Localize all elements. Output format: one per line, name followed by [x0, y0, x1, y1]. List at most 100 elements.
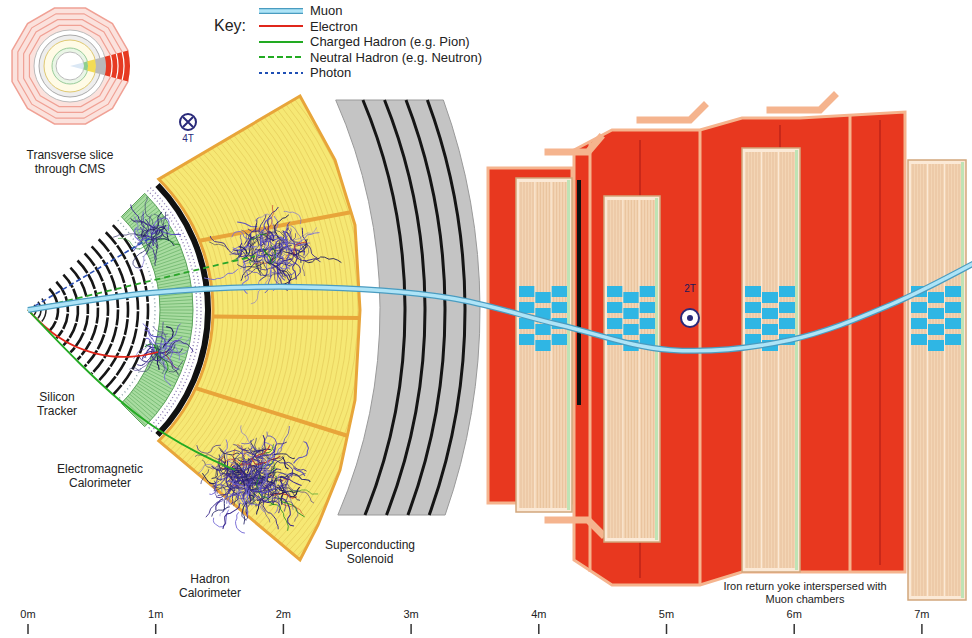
drift-tube: [936, 164, 937, 596]
legend-sample-line: [259, 56, 303, 58]
hcal-plate: [136, 14, 343, 606]
ecal-crystal: [135, 388, 162, 407]
shower-track: [245, 478, 256, 485]
ecal-crystal: [144, 374, 173, 390]
shower-track: [285, 224, 288, 251]
ecal-crystal: [157, 276, 189, 283]
yoke-edge: [699, 130, 702, 585]
shower-track: [218, 487, 247, 495]
inset-highlight-line: [111, 55, 112, 77]
particle-showers: [113, 197, 341, 533]
shower-track: [262, 469, 281, 480]
legend-row: Photon: [258, 65, 482, 81]
drift-tube: [790, 152, 791, 568]
shower-track: [216, 471, 229, 488]
chamber-hit-cell: [607, 302, 622, 313]
chamber-hit-cell: [745, 302, 761, 313]
drift-tube: [764, 152, 765, 568]
chamber-hit-cell: [928, 308, 944, 319]
hcal-plate: [95, 127, 223, 493]
part-label: Hadron Calorimeter: [170, 572, 250, 600]
shower-track: [263, 435, 265, 449]
ecal-crystal: [156, 269, 188, 277]
solenoid-coil: [427, 100, 465, 515]
muon-chamber: [742, 148, 800, 572]
shower-track: [249, 470, 272, 493]
scale-tick: [666, 624, 668, 634]
drift-tube: [793, 152, 794, 568]
shower-track: [262, 235, 284, 258]
field-circle: [681, 309, 699, 327]
superconducting-solenoid: [336, 100, 480, 515]
drift-tube: [950, 164, 951, 596]
part-label: Iron return yoke interspersed with Muon …: [716, 580, 894, 606]
key-heading: Key:: [200, 17, 260, 36]
shower-track: [197, 445, 221, 453]
legend-sample-edge: [259, 8, 303, 14]
part-label: Electromagnetic Calorimeter: [48, 462, 152, 490]
chamber-frame: [604, 196, 660, 542]
drift-tube: [759, 152, 760, 568]
chamber-hit-cell: [623, 292, 638, 303]
ecal-crystal: [160, 303, 193, 304]
legend-text: Charged Hadron (e.g. Pion): [310, 34, 470, 49]
shower-track: [242, 503, 254, 521]
scale-label: 6m: [779, 608, 809, 621]
chamber-hit-cell: [911, 318, 927, 329]
solenoid-coil: [363, 100, 405, 515]
scale-label: 0m: [13, 608, 43, 621]
ecal-crystal: [160, 296, 193, 299]
drift-tube: [641, 200, 642, 538]
shower-track: [223, 503, 240, 529]
drift-tube: [922, 164, 923, 596]
yoke-bracket: [640, 106, 704, 120]
inset-yoke-ring: [29, 25, 110, 106]
chamber-hit-cell: [945, 318, 961, 329]
hcal-plate: [143, 0, 363, 625]
drift-tube: [913, 164, 914, 596]
inset-layer: [44, 40, 96, 92]
legend-row: Muon: [258, 3, 482, 19]
drift-tube: [618, 200, 619, 538]
inset-highlight-line: [122, 52, 124, 80]
shower-track: [237, 222, 257, 227]
label-holder: 5m: [652, 608, 682, 621]
legend-row: Neutral Hadron (e.g. Neutron): [258, 50, 482, 66]
scale-tick: [155, 624, 157, 634]
inset-caption: Transverse slice through CMS: [14, 148, 126, 176]
hcal-outline: [159, 96, 360, 560]
shower-track: [277, 473, 305, 486]
hcal-plate: [93, 131, 218, 488]
legend-sample: [258, 20, 304, 32]
shower-track: [260, 260, 267, 280]
shower-track: [244, 268, 273, 277]
inset-highlight-line: [116, 54, 118, 79]
shower-track: [231, 487, 235, 504]
legend-sample-line: [259, 9, 303, 13]
shower-track: [280, 260, 292, 265]
muon-chamber: [516, 178, 572, 512]
label-holder: 1m: [141, 608, 171, 621]
chamber-hit-cell: [745, 318, 761, 329]
yoke-bracket: [770, 96, 834, 110]
inset-layer: [34, 30, 106, 102]
shower-track: [146, 212, 162, 233]
chamber-layer: [552, 182, 567, 508]
shower-track: [157, 346, 179, 361]
hcal-plate: [144, 0, 368, 629]
ecal-crystal: [160, 316, 193, 317]
chamber-hit-cell: [945, 334, 961, 345]
shower-track: [227, 468, 244, 472]
scale-tick: [410, 624, 412, 634]
hcal-plate: [125, 42, 313, 578]
shower-track: [291, 226, 305, 256]
chamber-layer: [623, 200, 638, 538]
shower-track: [201, 469, 209, 484]
shower-track: [153, 234, 164, 246]
chamber-hit-cell: [762, 308, 778, 319]
particle-tracks: [28, 238, 972, 470]
chamber-hit-cell: [928, 340, 944, 351]
drift-tube: [756, 152, 757, 568]
ecal-crystal: [131, 392, 157, 412]
